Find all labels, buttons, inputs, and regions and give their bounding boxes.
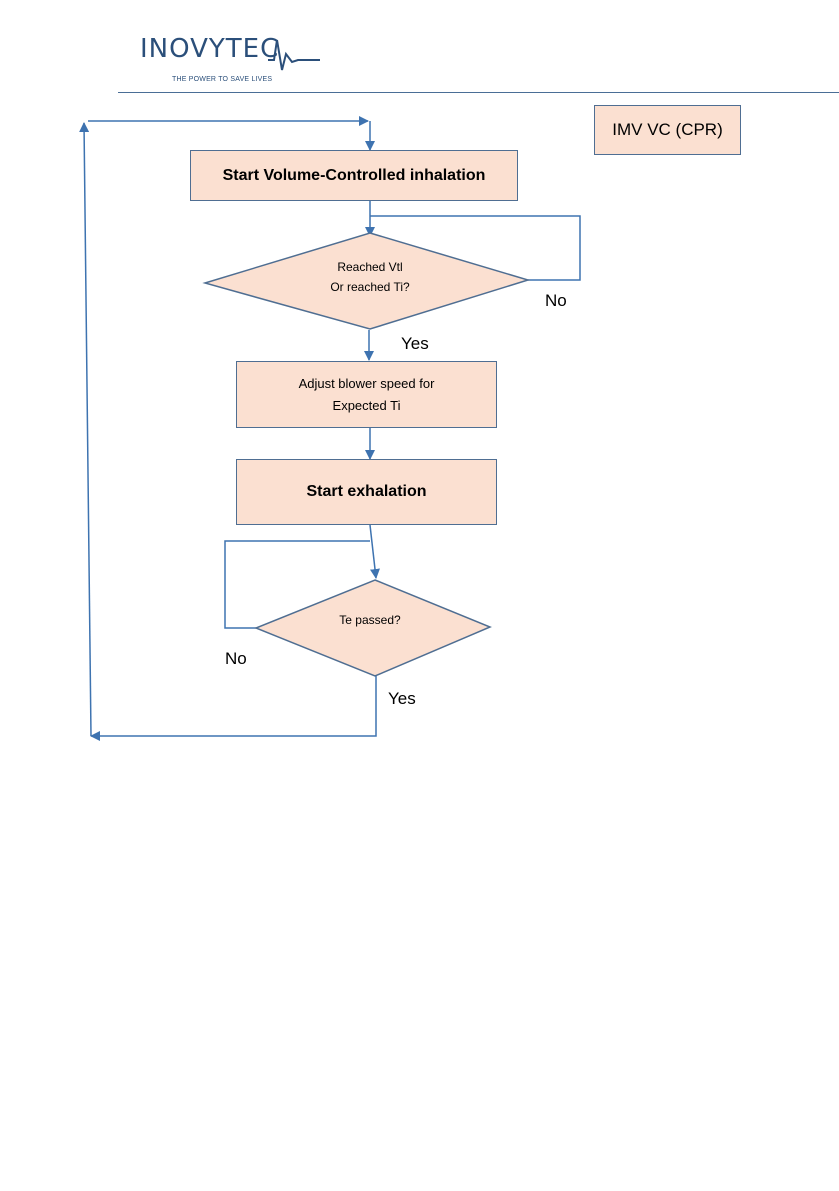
decision-1-text: Reached Vtl Or reached Ti? bbox=[290, 257, 450, 297]
adjust-blower-box: Adjust blower speed for Expected Ti bbox=[236, 361, 497, 428]
decision-1-line1: Reached Vtl bbox=[290, 257, 450, 277]
decision-1-line2: Or reached Ti? bbox=[290, 277, 450, 297]
arrow-exhalation-to-decision2 bbox=[370, 525, 376, 578]
adjust-line1: Adjust blower speed for bbox=[299, 373, 435, 395]
adjust-line2: Expected Ti bbox=[333, 395, 401, 417]
decision-1-no-label: No bbox=[545, 291, 567, 311]
return-left-up-arrow bbox=[84, 123, 91, 736]
decision2-yes-return bbox=[91, 676, 376, 736]
decision-2-yes-label: Yes bbox=[388, 689, 416, 709]
start-inhalation-box: Start Volume-Controlled inhalation bbox=[190, 150, 518, 201]
decision-1-yes-label: Yes bbox=[401, 334, 429, 354]
start-exhalation-box: Start exhalation bbox=[236, 459, 497, 525]
mode-label-box: IMV VC (CPR) bbox=[594, 105, 741, 155]
decision-2-text: Te passed? bbox=[310, 610, 430, 630]
decision-2-no-label: No bbox=[225, 649, 247, 669]
